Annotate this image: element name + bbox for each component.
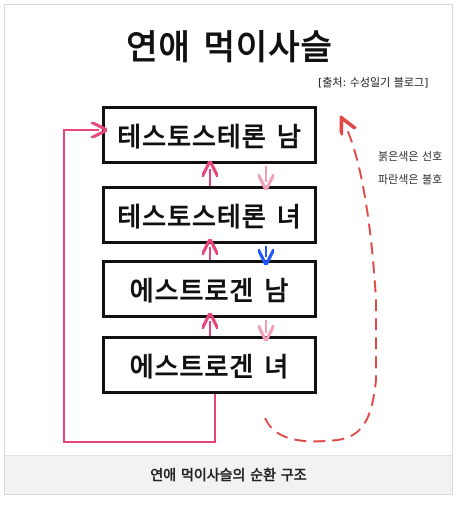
diagram-title: 연애 먹이사슬 xyxy=(126,28,333,68)
arrow-loop-right-dashed xyxy=(264,125,377,443)
box-estrogen-female: 에스트로겐 녀 xyxy=(102,336,317,394)
source-credit: [출처: 수성일기 블로그] xyxy=(318,76,429,89)
legend-blue: 파란색은 불호 xyxy=(378,173,443,186)
figure-caption: 연애 먹이사슬의 순환 구조 xyxy=(5,455,452,494)
figure-frame xyxy=(4,4,453,495)
arrow-loop-left xyxy=(63,130,216,443)
legend-red: 붉은색은 선호 xyxy=(378,150,443,163)
box-estrogen-male: 에스트로겐 남 xyxy=(102,260,317,318)
